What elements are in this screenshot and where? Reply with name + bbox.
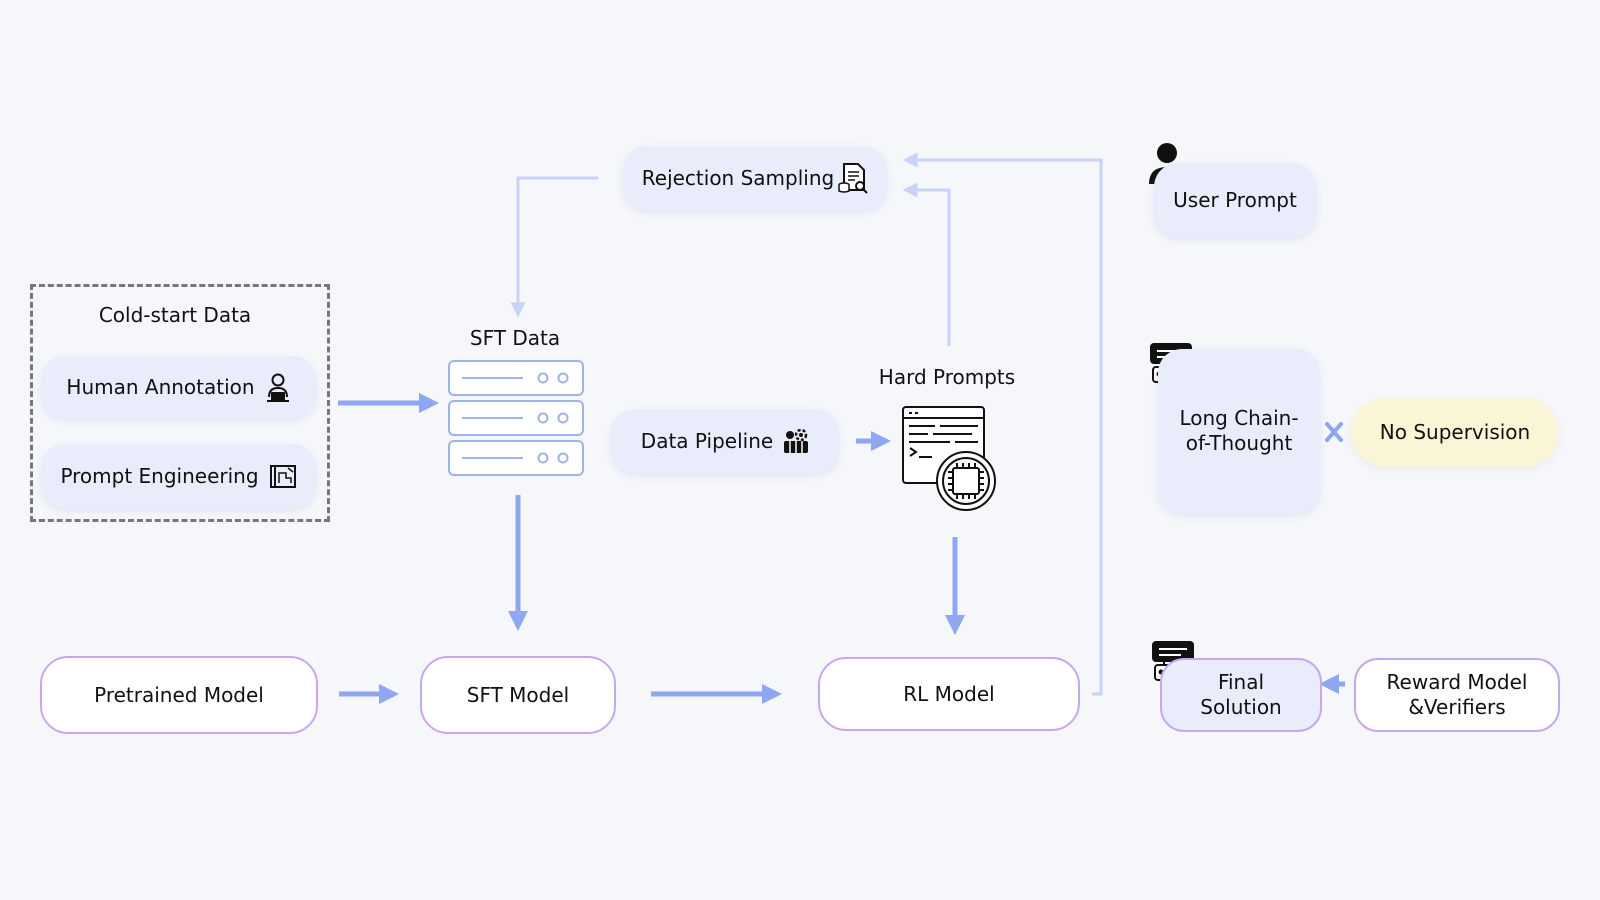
rl-model-node: RL Model (818, 657, 1080, 731)
human-annotation-node: Human Annotation (41, 356, 316, 418)
document-search-icon (838, 163, 868, 194)
cold-start-group (30, 284, 330, 522)
sft-model-label: SFT Model (466, 682, 570, 707)
user-prompt-node: User Prompt (1154, 163, 1316, 237)
arrow-hardprompts-to-rejection (902, 182, 951, 346)
person-laptop-icon (266, 373, 289, 402)
server-stack-icon (448, 360, 584, 476)
rejection-sampling-node: Rejection Sampling (623, 146, 887, 210)
cold-start-title: Cold-start Data (98, 303, 252, 327)
cross-icon (1325, 422, 1343, 442)
final-solution-node: Final Solution (1160, 658, 1322, 732)
pretrained-model-label: Pretrained Model (94, 682, 264, 707)
no-supervision-node: No Supervision (1352, 398, 1558, 466)
gears-database-icon (784, 428, 809, 453)
prompt-engineering-label: Prompt Engineering (60, 463, 259, 488)
long-cot-label-line1: Long Chain- (1179, 406, 1299, 430)
reward-model-node: Reward Model &Verifiers (1354, 658, 1560, 732)
reward-model-label-line1: Reward Model (1386, 670, 1528, 694)
prompt-engineering-node: Prompt Engineering (41, 444, 316, 508)
data-pipeline-node: Data Pipeline (611, 409, 839, 473)
hard-prompts-label: Hard Prompts (878, 365, 1016, 389)
code-window-ai-chip-icon (902, 406, 996, 511)
human-annotation-label: Human Annotation (66, 374, 255, 399)
final-solution-label-line2: Solution (1200, 695, 1282, 719)
pretrained-model-node: Pretrained Model (40, 656, 318, 734)
rl-model-label: RL Model (903, 681, 995, 706)
sft-data-label: SFT Data (469, 326, 561, 350)
blueprint-icon (269, 465, 296, 488)
reward-model-label-line2: &Verifiers (1408, 695, 1506, 719)
long-cot-label-line2: of-Thought (1185, 431, 1293, 455)
rejection-sampling-label: Rejection Sampling (641, 165, 835, 190)
long-cot-node: Long Chain- of-Thought (1158, 349, 1320, 513)
final-solution-label-line1: Final (1217, 670, 1265, 694)
data-pipeline-label: Data Pipeline (640, 428, 774, 453)
no-supervision-label: No Supervision (1379, 419, 1531, 444)
user-prompt-label: User Prompt (1173, 187, 1297, 212)
arrow-rlmodel-to-rejection (902, 152, 1103, 696)
arrow-rejection-to-sftdata (510, 176, 598, 318)
sft-model-node: SFT Model (420, 656, 616, 734)
